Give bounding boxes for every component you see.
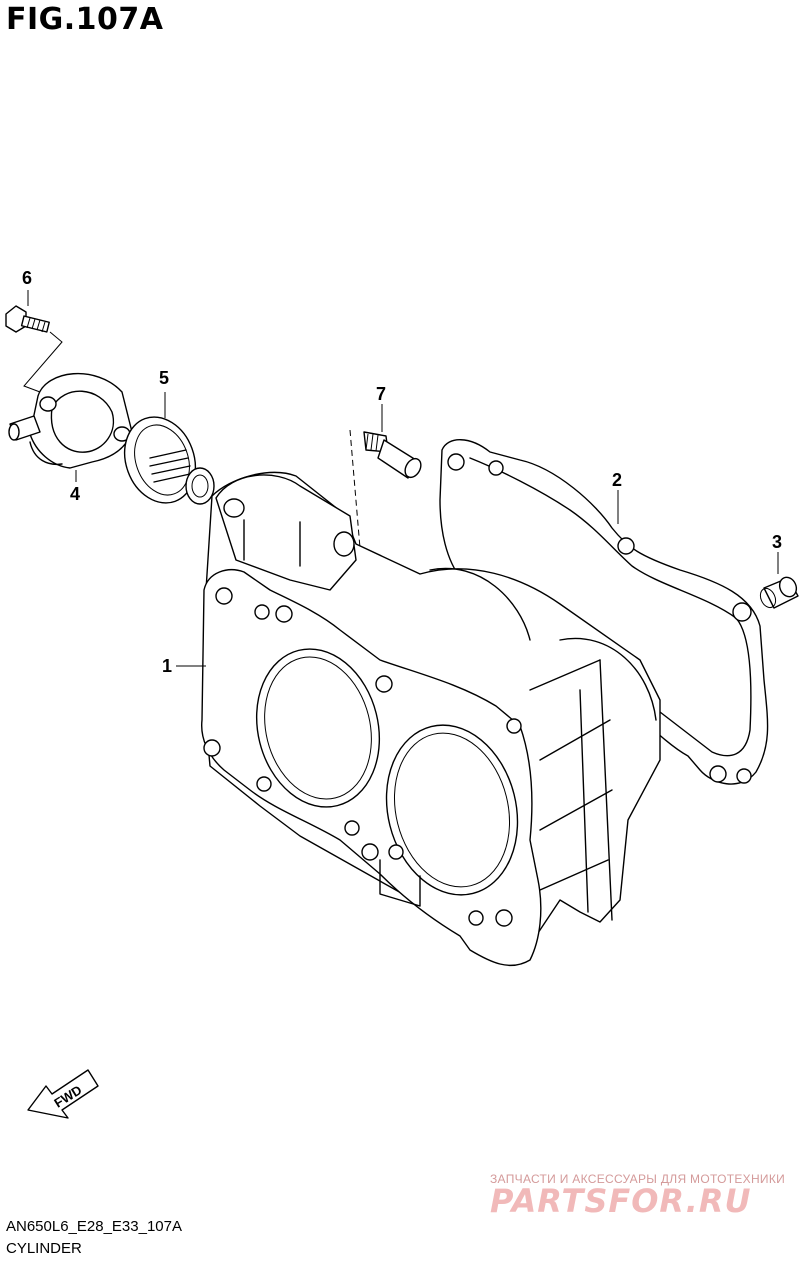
watermark-logo: PARTSFOR.RU (490, 1182, 752, 1220)
part-3-dowel-pin[interactable] (758, 575, 800, 610)
callout-2: 2 (612, 470, 622, 490)
part-1-cylinder-block[interactable] (201, 471, 661, 967)
callout-1: 1 (162, 656, 172, 676)
part-5-thermostat[interactable] (113, 407, 215, 513)
callout-6: 6 (22, 268, 32, 288)
callout-3: 3 (772, 532, 782, 552)
fwd-arrow-icon: FWD (27, 1069, 99, 1119)
diagram-code: AN650L6_E28_E33_107A (6, 1218, 182, 1235)
diagram-name: CYLINDER (6, 1240, 82, 1257)
part-4-thermostat-cover[interactable] (8, 372, 133, 469)
part-7-fitting[interactable] (363, 431, 424, 480)
leader-6-to-4 (23, 331, 63, 393)
part-6-bolt[interactable] (5, 305, 50, 333)
watermark-tagline: ЗАПЧАСТИ И АКСЕССУАРЫ ДЛЯ МОТОТЕХНИКИ (490, 1172, 786, 1186)
callout-4: 4 (70, 484, 80, 504)
callout-7: 7 (376, 384, 386, 404)
figure-title: FIG.107A (6, 2, 164, 37)
callout-5: 5 (159, 368, 169, 388)
